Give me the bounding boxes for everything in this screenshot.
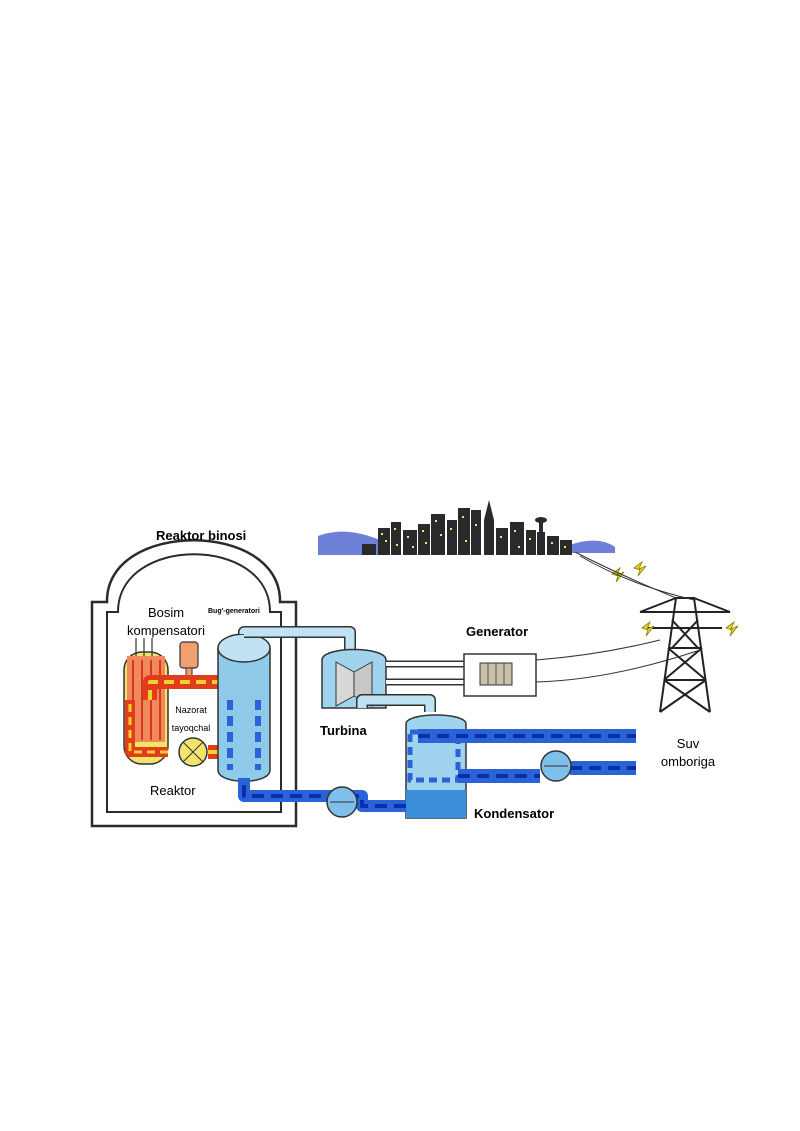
reactor-label: Reaktor: [150, 783, 196, 798]
turbine: [321, 648, 387, 709]
reactor-building-label: Reaktor binosi: [156, 528, 247, 543]
steam-generator-label: Bug'-generatori: [208, 608, 260, 615]
reactor-vessel: [123, 638, 169, 765]
primary-pump-icon: [178, 737, 208, 767]
city-skyline: [318, 500, 615, 555]
water-reservoir-label: Suv omboriga: [660, 736, 716, 769]
feedwater-loop: [238, 778, 406, 812]
cooling-loop: [418, 729, 636, 783]
turbine-label: Turbina: [320, 723, 367, 738]
power-lines: [535, 551, 701, 683]
steam-generator: [217, 633, 271, 782]
generator: [463, 653, 537, 697]
condenser-label: Kondensator: [474, 806, 555, 821]
steam-line: [238, 626, 356, 650]
generator-label: Generator: [466, 624, 529, 639]
exhaust-line: [356, 694, 436, 712]
pressure-compensator-label: Bosim kompensatori: [126, 605, 206, 638]
generator-shaft: [386, 660, 468, 686]
feedwater-pump-icon: [326, 786, 358, 818]
control-rods-label: Nazorat tayoqchal: [171, 705, 211, 733]
cooling-pump-icon: [540, 750, 572, 782]
